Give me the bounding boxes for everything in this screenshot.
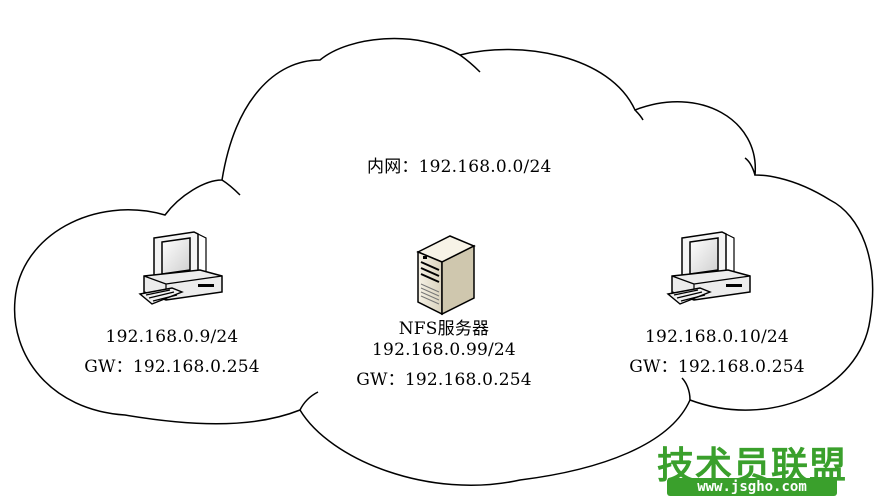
server-tower-icon [416,235,476,316]
left-client-gateway: GW：192.168.0.254 [84,357,260,377]
right-client-gateway: GW：192.168.0.254 [629,357,805,377]
watermark-url: www.jsgho.com [667,478,837,496]
network-cloud [13,37,874,487]
watermark-logo: 技术员联盟 www.jsgho.com [655,435,850,497]
right-computer-icon [667,231,751,305]
left-client-ip: 192.168.0.9/24 [105,327,239,347]
server-gateway: GW：192.168.0.254 [356,370,532,390]
network-label: 内网：192.168.0.0/24 [367,157,552,177]
left-computer-icon [139,231,223,305]
right-client-ip: 192.168.0.10/24 [645,327,789,347]
server-name: NFS服务器 [398,319,490,339]
server-ip: 192.168.0.99/24 [372,340,516,360]
